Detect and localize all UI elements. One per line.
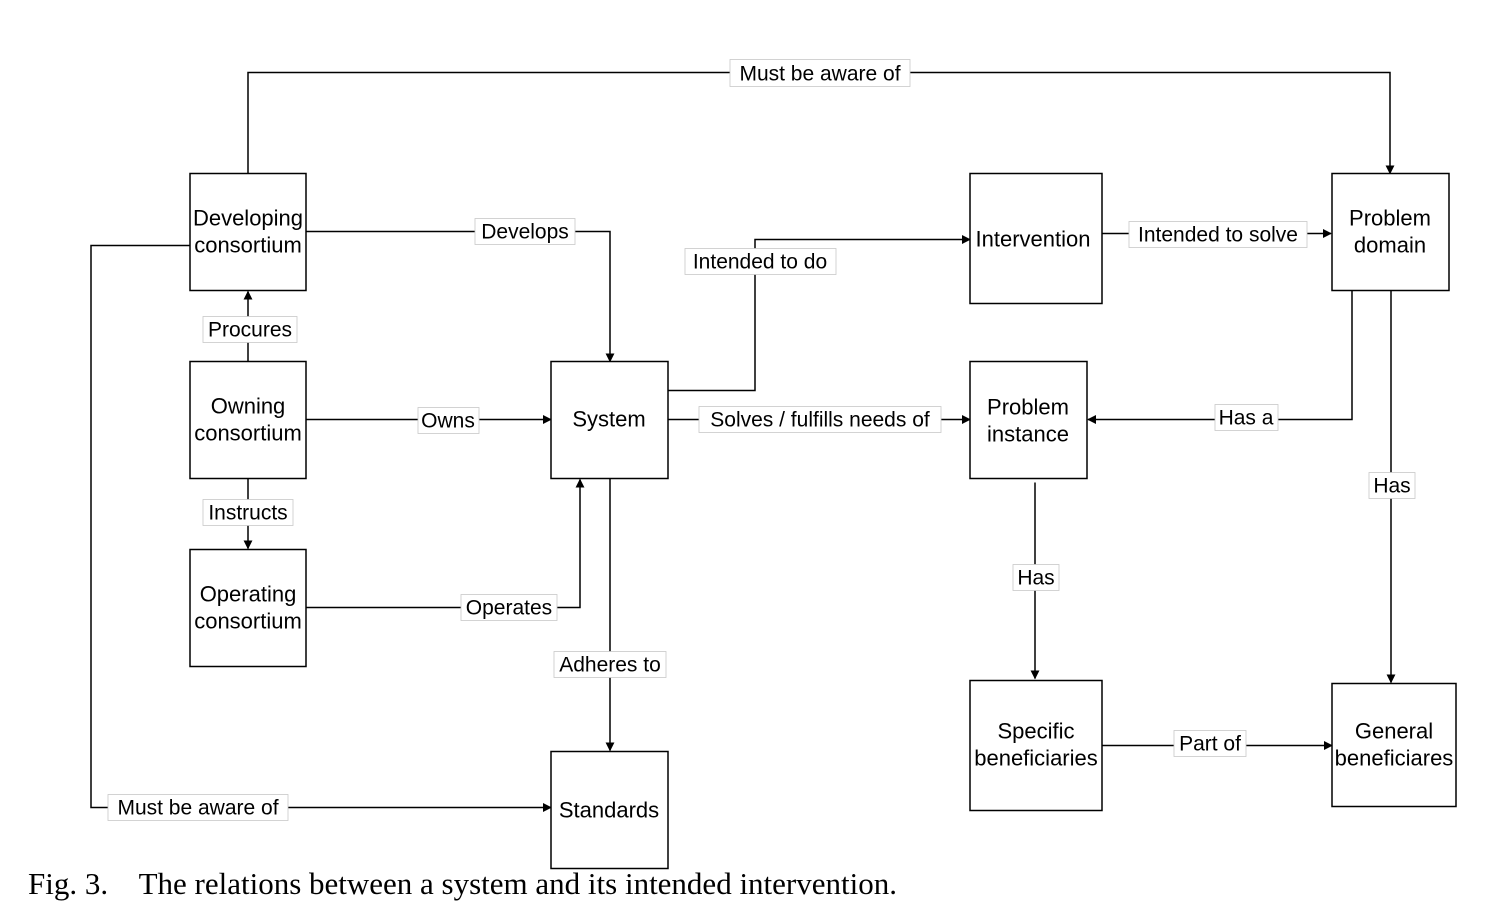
node-system: System <box>550 360 669 480</box>
label-adheres-to: Adheres to <box>553 651 667 678</box>
label-text: Adheres to <box>559 654 661 677</box>
label-text: Operates <box>466 597 552 620</box>
label-must-be-aware-of-top: Must be aware of <box>729 59 911 87</box>
node-operating-consortium: Operating consortium <box>189 548 307 668</box>
label-text: Has <box>1017 567 1054 590</box>
edge-must-be-aware-of-top <box>247 71 1395 175</box>
node-label-line-2: domain <box>1354 233 1426 258</box>
node-problem-domain: Problem domain <box>1331 172 1450 292</box>
node-developing-consortium: Developing consortium <box>189 172 307 292</box>
label-must-be-aware-of-bottom: Must be aware of <box>107 794 289 821</box>
node-label-line-1: Operating <box>200 582 297 607</box>
node-owning-consortium: Owning consortium <box>189 360 307 480</box>
label-text: Must be aware of <box>739 63 900 86</box>
label-has-instance: Has <box>1012 564 1060 591</box>
label-text: Has a <box>1219 407 1274 430</box>
edge-operates <box>306 478 585 609</box>
edge-labels: Must be aware of Develops Procures Owns … <box>107 59 1416 821</box>
label-text: Intended to do <box>693 251 827 274</box>
node-problem-instance: Problem instance <box>969 360 1088 480</box>
label-instructs: Instructs <box>202 499 294 526</box>
node-label-line-2: beneficiaries <box>974 746 1098 771</box>
label-solves: Solves / fulfills needs of <box>698 406 942 433</box>
label-owns: Owns <box>417 407 480 434</box>
label-text: Procures <box>208 319 292 342</box>
node-label-line-2: consortium <box>194 421 302 446</box>
node-label-line-1: Intervention <box>976 227 1091 252</box>
node-label-line-1: Standards <box>559 798 659 823</box>
node-label-line-1: System <box>572 407 645 432</box>
nodes: Developing consortium Owning consortium … <box>189 172 1457 870</box>
label-has-a: Has a <box>1214 404 1279 431</box>
node-label-line-2: consortium <box>194 609 302 634</box>
label-text: Owns <box>421 410 475 433</box>
node-specific-beneficiaries: Specific beneficiaries <box>969 679 1103 812</box>
node-label-line-1: Specific <box>997 719 1074 744</box>
label-procures: Procures <box>202 316 298 343</box>
label-text: Develops <box>481 221 569 244</box>
node-standards: Standards <box>550 750 669 870</box>
label-text: Solves / fulfills needs of <box>710 409 930 432</box>
node-label-line-1: Owning <box>211 394 286 419</box>
node-label-line-2: consortium <box>194 233 302 258</box>
label-text: Must be aware of <box>117 797 278 820</box>
label-text: Instructs <box>208 502 287 525</box>
edge-must-be-aware-of-bottom <box>90 244 552 812</box>
node-intervention: Intervention <box>969 172 1103 305</box>
node-label-line-1: General <box>1355 719 1433 744</box>
label-text: Part of <box>1179 733 1241 756</box>
node-general-beneficiaries: General beneficiares <box>1331 682 1457 808</box>
edge-intended-to-do <box>668 235 971 392</box>
label-has-domain: Has <box>1368 472 1416 499</box>
node-label-line-1: Developing <box>193 206 303 231</box>
node-label-line-2: instance <box>987 422 1069 447</box>
node-label-line-1: Problem <box>987 395 1069 420</box>
label-part-of: Part of <box>1173 730 1247 757</box>
node-label-line-2: beneficiares <box>1335 746 1454 771</box>
figure-caption: Fig. 3. The relations between a system a… <box>28 866 897 902</box>
label-operates: Operates <box>460 594 558 621</box>
edge-has-a <box>1087 290 1353 424</box>
label-text: Intended to solve <box>1138 224 1298 247</box>
label-develops: Develops <box>474 218 576 245</box>
figure-number: Fig. 3. <box>28 866 109 901</box>
figure-caption-text: The relations between a system and its i… <box>138 866 897 901</box>
label-intended-to-do: Intended to do <box>684 248 837 275</box>
edge-develops <box>306 230 615 363</box>
node-label-line-1: Problem <box>1349 206 1431 231</box>
label-intended-to-solve: Intended to solve <box>1128 221 1308 248</box>
label-text: Has <box>1373 475 1410 498</box>
